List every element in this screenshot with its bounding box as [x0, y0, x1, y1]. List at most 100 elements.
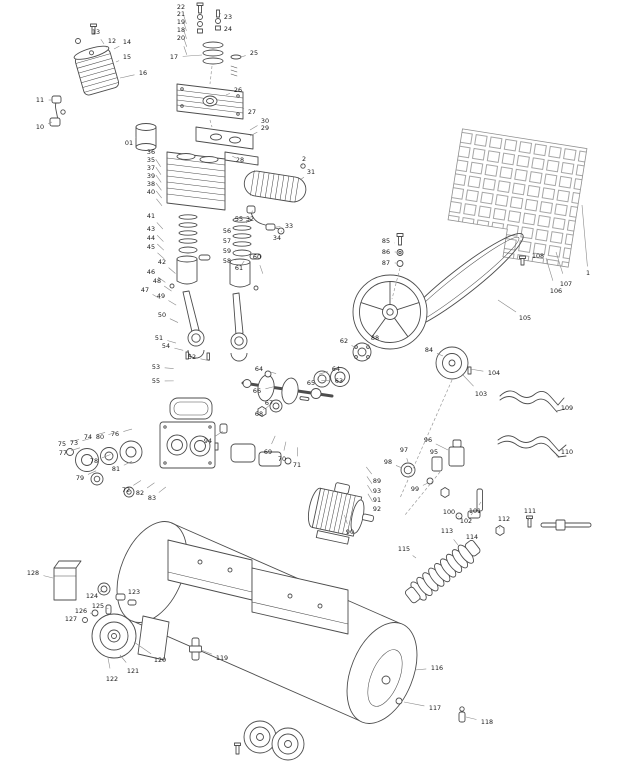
part-callout-126: 126	[75, 607, 87, 615]
callout-leader-36	[155, 159, 161, 167]
part-callout-35: 35	[147, 156, 155, 164]
part-callout-77: 77	[59, 449, 67, 457]
callout-leader-42	[168, 267, 176, 274]
part-callout-86: 86	[382, 248, 390, 256]
callout-leader-34	[280, 230, 283, 233]
part-callout-105: 105	[519, 314, 531, 322]
part-callout-01: 01	[125, 139, 133, 147]
power-cable-lower	[497, 435, 567, 458]
left-wheel	[91, 613, 137, 659]
callout-leader-55	[244, 221, 247, 224]
callout-leader-79	[87, 470, 97, 475]
callout-leader-25	[240, 55, 246, 58]
callout-leader-75	[70, 439, 80, 443]
callout-leader-54	[174, 347, 184, 351]
part-callout-97: 97	[400, 446, 408, 454]
part-callout-87: 87	[382, 259, 390, 267]
crankcase-covers-right	[214, 442, 292, 467]
part-callout-119: 119	[216, 654, 228, 662]
cylinder-head	[176, 83, 244, 120]
part-callout-17: 17	[170, 53, 178, 61]
callout-leader-69	[271, 435, 276, 445]
part-callout-29: 29	[261, 124, 269, 132]
callout-leader-107	[555, 251, 564, 274]
part-callout-85: 85	[382, 237, 390, 245]
part-callout-117: 117	[429, 704, 441, 712]
part-callout-23: 23	[224, 13, 232, 21]
callout-leader-120	[133, 641, 152, 655]
callout-leader-26	[225, 93, 231, 96]
callout-leader-78	[101, 454, 111, 459]
callout-leader-84	[436, 353, 444, 357]
part-callout-101: 101	[469, 507, 481, 515]
part-callout-64: 64	[255, 365, 263, 373]
part-callout-2: 2	[302, 155, 306, 163]
callout-leader-91	[367, 484, 373, 493]
part-callout-116: 116	[431, 664, 443, 672]
callout-leader-88	[365, 343, 370, 348]
callout-leader-66	[265, 386, 275, 390]
crankcase	[159, 421, 228, 469]
part-callout-80: 80	[96, 433, 104, 441]
callout-leader-45	[157, 252, 165, 260]
part-callout-94: 94	[204, 437, 212, 445]
callout-leader-29	[249, 131, 258, 137]
flex-hose	[404, 539, 481, 604]
part-callout-122: 122	[106, 675, 118, 683]
callout-leader-114	[476, 544, 478, 547]
callout-leader-119	[200, 649, 213, 655]
part-callout-91: 91	[373, 496, 381, 504]
part-callout-56: 56	[223, 227, 231, 235]
callout-leader-64	[267, 370, 277, 374]
part-callout-22: 22	[177, 3, 185, 11]
valve-plate	[195, 126, 259, 166]
callout-leader-89	[366, 466, 372, 475]
callout-leader-125	[105, 607, 109, 609]
part-callout-55: 55	[235, 215, 243, 223]
part-callout-76: 76	[111, 430, 119, 438]
part-callout-40: 40	[147, 188, 155, 196]
part-callout-61: 61	[235, 264, 243, 272]
callout-leader-103	[461, 373, 474, 387]
callout-leader-105	[497, 299, 517, 313]
part-callout-74: 74	[84, 433, 92, 441]
part-callout-53: 53	[152, 363, 160, 371]
callout-leader-65	[316, 378, 319, 381]
cylinder-sleeve	[135, 123, 157, 151]
part-callout-51: 51	[155, 334, 163, 342]
flywheel-hub	[352, 342, 372, 362]
belt-guard-grille	[447, 128, 588, 268]
pipe-fittings-right	[495, 515, 592, 536]
part-callout-39: 39	[147, 172, 155, 180]
callout-leader-43	[156, 234, 164, 242]
callout-leader-93	[366, 476, 373, 485]
part-callout-20: 20	[177, 34, 185, 42]
callout-leader-76	[123, 428, 133, 432]
power-cable-upper	[499, 390, 566, 413]
callout-leader-112	[498, 526, 501, 529]
part-callout-104: 104	[488, 369, 500, 377]
part-callout-103: 103	[475, 390, 487, 398]
part-callout-79: 79	[76, 474, 84, 482]
part-callout-19: 19	[177, 18, 185, 26]
guard-bolt	[519, 255, 526, 266]
part-callout-46: 46	[147, 268, 155, 276]
part-callout-111: 111	[524, 507, 536, 515]
cooler-bolt	[300, 163, 306, 169]
callout-leader-90	[344, 515, 348, 524]
part-callout-120: 120	[154, 656, 166, 664]
part-callout-78: 78	[90, 457, 98, 465]
part-callout-88: 88	[371, 334, 379, 342]
part-callout-49: 49	[157, 292, 165, 300]
callout-leader-111	[527, 516, 530, 522]
part-callout-25: 25	[250, 49, 258, 57]
callout-leader-106	[545, 257, 554, 281]
part-callout-26: 26	[234, 86, 242, 94]
part-callout-109: 109	[561, 404, 573, 412]
bearing-covers	[66, 440, 143, 498]
callout-leader-102	[470, 512, 474, 516]
callout-leader-101	[478, 501, 482, 506]
part-callout-27: 27	[248, 108, 256, 116]
